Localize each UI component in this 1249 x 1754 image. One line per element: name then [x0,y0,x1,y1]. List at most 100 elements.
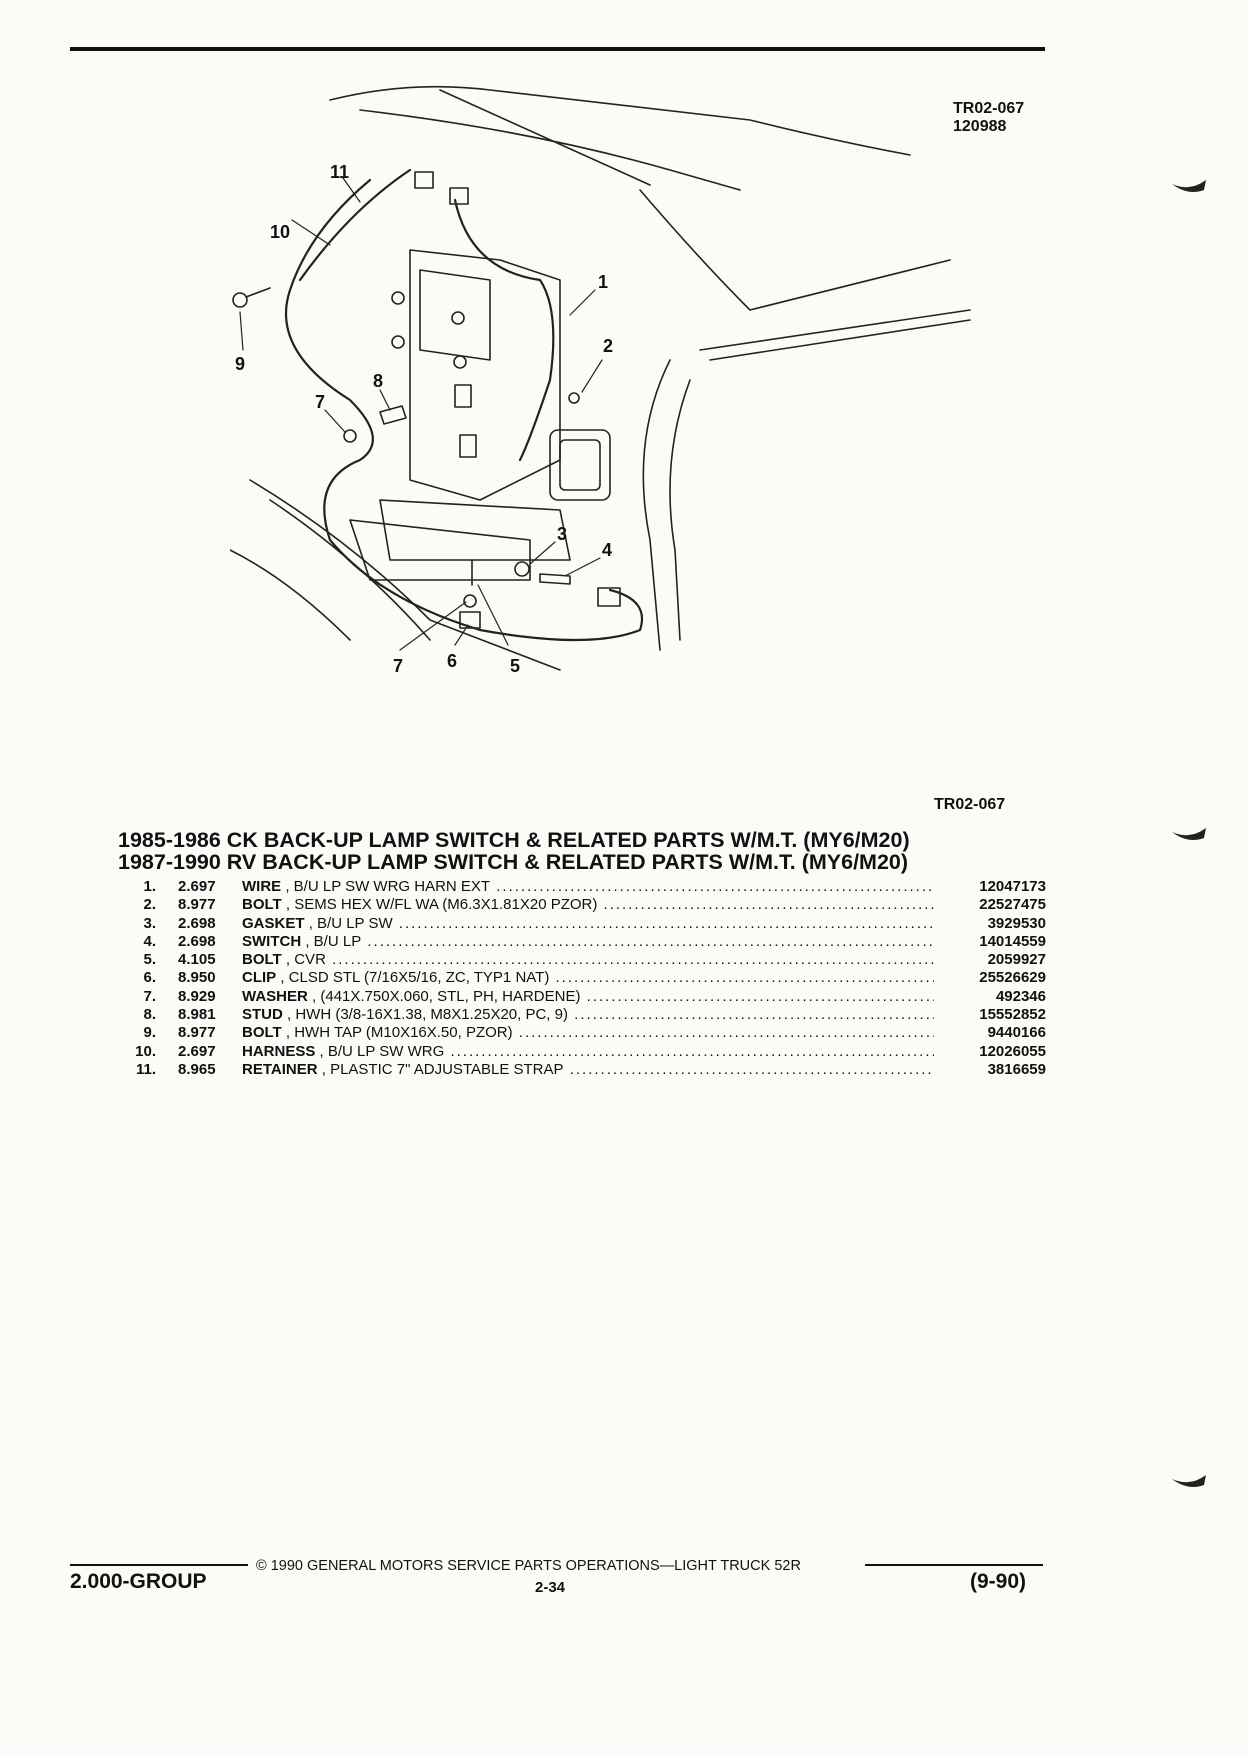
figure-date: 120988 [953,118,1007,135]
title-ck: 1985-1986 CK BACK-UP LAMP SWITCH & RELAT… [118,828,910,852]
hardware-parts [232,287,580,629]
title-rv: 1987-1990 RV BACK-UP LAMP SWITCH & RELAT… [118,850,909,874]
backup-lamp-housing [549,429,611,501]
part-name: GASKET [242,914,305,932]
parts-row: 2. 8.977 BOLT , SEMS HEX W/FL WA (M6.3X1.8… [118,896,1046,914]
part-detail: , SEMS HEX W/FL WA (M6.3X1.81X20 PZOR) [285,896,598,914]
part-number: 15552852 [979,1006,1046,1024]
part-name: WASHER [242,987,308,1005]
part-description: STUD , HWH (3/8-16X1.38, M8X1.25X20, PC,… [242,1006,934,1024]
item-number: 5. [143,951,156,969]
part-name: CLIP [242,969,277,987]
part-name: RETAINER [242,1060,318,1078]
item-number: 10. [135,1042,156,1060]
part-number: 12026055 [979,1042,1046,1060]
item-number: 3. [143,914,156,932]
group-number: 8.929 [178,987,216,1005]
part-number: 492346 [995,987,1046,1005]
callout-2: 2 [603,336,613,356]
copyright-notice: © 1990 GENERAL MOTORS SERVICE PARTS OPER… [256,1558,801,1574]
footer-rule-left [70,1564,248,1566]
part-name: BOLT [242,951,282,969]
page-number: 2-34 [535,1579,566,1596]
group-number-footer: 2.000-GROUP [70,1570,207,1593]
callout-9: 9 [235,354,245,374]
group-number: 8.965 [178,1060,216,1078]
parts-row: 3. 2.698 GASKET , B/U LP SW 3929530 [118,915,1046,933]
item-number: 11. [135,1060,156,1078]
group-number: 2.698 [178,914,216,932]
figure-reference: TR02-067 [934,796,1006,813]
callout-7-upper: 7 [315,392,325,412]
group-number: 2.698 [178,932,216,950]
part-detail: , CVR [285,951,326,969]
binder-mark-icon [1172,180,1206,192]
part-detail: , B/U LP SW WRG HARN EXT [285,878,491,895]
part-description: WIRE , B/U LP SW WRG HARN EXT [242,878,934,896]
parts-row: 4. 2.698 SWITCH , B/U LP 14014559 [118,933,1046,951]
part-description: CLIP , CLSD STL (7/16X5/16, ZC, TYP1 NAT… [242,969,934,987]
part-detail: , PLASTIC 7" ADJUSTABLE STRAP [321,1060,564,1078]
parts-row: 5. 4.105 BOLT , CVR 2059927 [118,951,1046,969]
parts-row: 6. 8.950 CLIP , CLSD STL (7/16X5/16, ZC, T… [118,969,1046,987]
part-description: WASHER , (441X.750X.060, STL, PH, HARDEN… [242,988,934,1006]
item-number: 9. [143,1024,156,1042]
callout-7-lower: 7 [393,656,403,676]
part-description: BOLT , CVR [242,951,934,969]
item-number: 4. [143,932,156,950]
part-description: BOLT , HWH TAP (M10X16X.50, PZOR) [242,1024,934,1042]
group-number: 8.981 [178,1006,216,1024]
callout-5: 5 [510,656,520,676]
group-number: 4.105 [178,951,216,969]
group-number: 8.950 [178,969,216,987]
callout-3: 3 [557,524,567,544]
part-number: 3816659 [987,1060,1046,1078]
item-number: 8. [143,1006,156,1024]
part-number: 12047173 [979,878,1046,895]
part-number: 9440166 [987,1024,1046,1042]
part-description: RETAINER , PLASTIC 7" ADJUSTABLE STRAP [242,1061,934,1079]
part-detail: , HWH (3/8-16X1.38, M8X1.25X20, PC, 9) [287,1006,568,1024]
figure-id: TR02-067 [953,100,1025,117]
part-description: BOLT , SEMS HEX W/FL WA (M6.3X1.81X20 PZ… [242,896,934,914]
part-name: SWITCH [242,932,302,950]
figure-id-block: TR02-067 120988 [953,100,1024,136]
wire-harness [284,168,644,642]
part-number: 2059927 [987,951,1046,969]
part-detail: , (441X.750X.060, STL, PH, HARDENE) [312,987,581,1005]
parts-row: 8. 8.981 STUD , HWH (3/8-16X1.38, M8X1.25X… [118,1006,1046,1024]
callout-4: 4 [602,540,612,560]
item-number: 2. [143,896,156,914]
exploded-parts-diagram: 11 10 1 9 2 8 7 3 4 7 6 5 [230,85,971,676]
parts-row: 9. 8.977 BOLT , HWH TAP (M10X16X.50, PZOR)… [118,1024,1046,1042]
group-number: 8.977 [178,896,216,914]
part-number: 25526629 [979,969,1046,987]
part-name: BOLT [242,896,282,914]
callout-10: 10 [270,222,290,242]
callout-1: 1 [598,272,608,292]
parts-row: 11. 8.965 RETAINER , PLASTIC 7" ADJUSTABLE… [118,1061,1046,1079]
binder-mark-icon [1172,1475,1206,1487]
footer-rule-right [865,1564,1043,1566]
part-detail: , B/U LP [305,932,362,950]
connector-plugs [414,171,621,607]
part-description: GASKET , B/U LP SW [242,915,934,933]
part-name: WIRE [242,878,282,895]
part-name: BOLT [242,1024,282,1042]
part-number: 3929530 [987,914,1046,932]
part-detail: , B/U LP SW WRG [319,1042,445,1060]
callout-numbers: 11 10 1 9 2 8 7 3 4 7 6 5 [235,162,613,676]
part-number: 14014559 [979,932,1046,950]
binder-mark-icon [1172,828,1206,840]
part-name: STUD [242,1006,283,1024]
callout-8: 8 [373,371,383,391]
leader-lines [239,177,603,651]
part-number: 22527475 [979,896,1046,914]
item-number: 6. [143,969,156,987]
part-detail: , B/U LP SW [308,914,393,932]
group-number: 8.977 [178,1024,216,1042]
group-number: 2.697 [178,878,216,895]
